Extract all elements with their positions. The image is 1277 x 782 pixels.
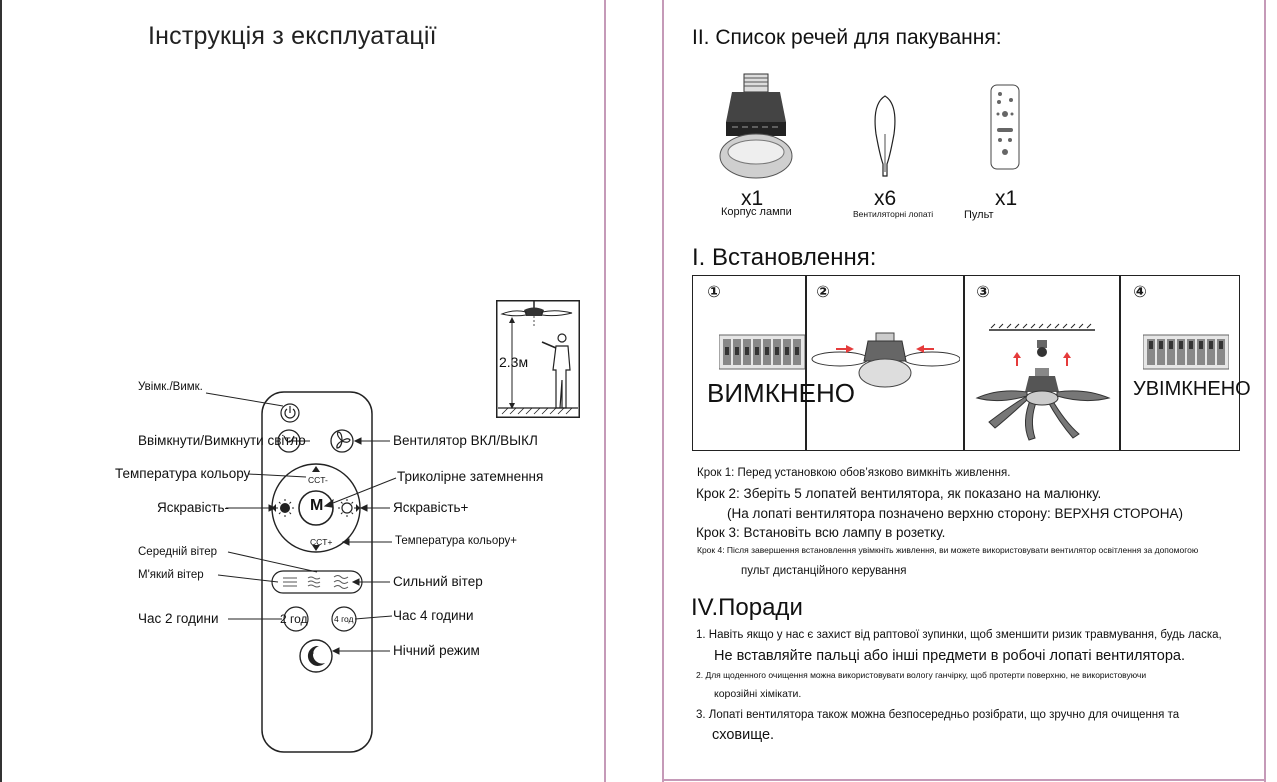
item-count-lamp: x1 (741, 187, 764, 210)
power-on-word: УВІМКНЕНО (1133, 378, 1251, 400)
packing-list-title: II. Список речей для пакування: (692, 26, 1002, 49)
right-page-border-right (1264, 0, 1266, 782)
step-3-text: Крок 3: Встановіть всю лампу в розетку. (696, 525, 946, 540)
ceiling-height-illustration (496, 300, 580, 418)
step-number-2: ② (816, 284, 830, 301)
step-divider (1119, 276, 1121, 450)
item-label-lamp: Корпус лампи (721, 206, 792, 218)
power-off-word: ВИМКНЕНО (707, 378, 855, 408)
tip-1-continued: Не вставляйте пальці або інші предмети в… (714, 648, 1186, 664)
step-4-continued: пульт дистанційного керування (741, 565, 907, 577)
label-power: Увімк./Вимк. (138, 381, 203, 393)
label-timer-2h: Час 2 години (138, 611, 219, 626)
step-1-text: Крок 1: Перед установкою обов’язково вим… (697, 467, 1011, 479)
label-timer-4h: Час 4 години (393, 608, 474, 623)
item-label-remote: Пульт (964, 209, 994, 221)
height-label: 2.3м (499, 354, 529, 370)
breaker-panel-icon (718, 333, 806, 371)
item-label-blades: Вентиляторні лопаті (853, 209, 934, 219)
label-brightness-minus: Яскравість- (157, 500, 230, 515)
item-count-blades: x6 (874, 187, 897, 210)
label-light-toggle: Ввімкнути/Вимкнути світло (138, 433, 306, 448)
tips-title: IV.Поради (691, 594, 803, 621)
label-fan-toggle: Вентилятор ВКЛ/ВЫКЛ (393, 433, 538, 448)
left-page-border-left (0, 0, 2, 782)
label-night-mode: Нічний режим (393, 643, 480, 658)
remote-timer-2h-key: 2 год (280, 612, 308, 626)
breaker-panel-icon (1142, 333, 1230, 371)
step-number-1: ① (707, 284, 721, 301)
step-number-3: ③ (976, 284, 990, 301)
installation-steps-panel: ① ② ③ ④ (692, 275, 1240, 451)
remote-cct-minus: CCT- (308, 475, 328, 485)
right-page-border-bottom (662, 779, 1266, 781)
tip-2: 2. Для щоденного очищення можна використ… (696, 670, 1147, 680)
step-2-note: (На лопаті вентилятора позначено верхню … (727, 506, 1184, 521)
left-page-border-right (604, 0, 606, 782)
remote-mode-key: M (310, 497, 324, 514)
remote-timer-4h-key: 4 год (334, 614, 354, 624)
step-divider (805, 276, 807, 450)
page-title: Інструкція з експлуатації (148, 22, 437, 50)
label-strong-wind: Сильний вітер (393, 574, 483, 589)
tip-2-continued: корозійні хімікати. (714, 688, 802, 700)
label-medium-wind: Середній вітер (138, 546, 218, 558)
tip-3-continued: сховище. (712, 727, 775, 743)
remote-icon (990, 84, 1020, 170)
item-count-remote: x1 (995, 187, 1018, 210)
installation-title: I. Встановлення: (692, 244, 877, 271)
fan-blade-icon (872, 94, 898, 178)
label-soft-wind: М'який вітер (138, 569, 204, 581)
remote-cct-plus: CCT+ (310, 537, 333, 547)
right-page-border-left (662, 0, 664, 782)
step-divider (963, 276, 965, 450)
label-color-temp-plus: Температура кольору+ (395, 535, 517, 547)
label-tricolor-dimming: Триколірне затемнення (397, 469, 544, 484)
label-brightness-plus: Яскравість+ (393, 500, 469, 515)
step-2-text: Крок 2: Зберіть 5 лопатей вентилятора, я… (696, 486, 1102, 501)
label-color-temp-minus: Температура кольору (115, 466, 251, 481)
install-socket-icon (969, 322, 1115, 448)
tip-3: 3. Лопаті вентилятора також можна безпос… (696, 709, 1180, 721)
step-4-text: Крок 4: Після завершення встановлення ув… (697, 545, 1199, 555)
step-number-4: ④ (1133, 284, 1147, 301)
blade-assembly-icon (810, 331, 961, 393)
tip-1: 1. Навіть якщо у нас є захист від раптов… (696, 629, 1222, 641)
lamp-body-icon (718, 72, 794, 182)
